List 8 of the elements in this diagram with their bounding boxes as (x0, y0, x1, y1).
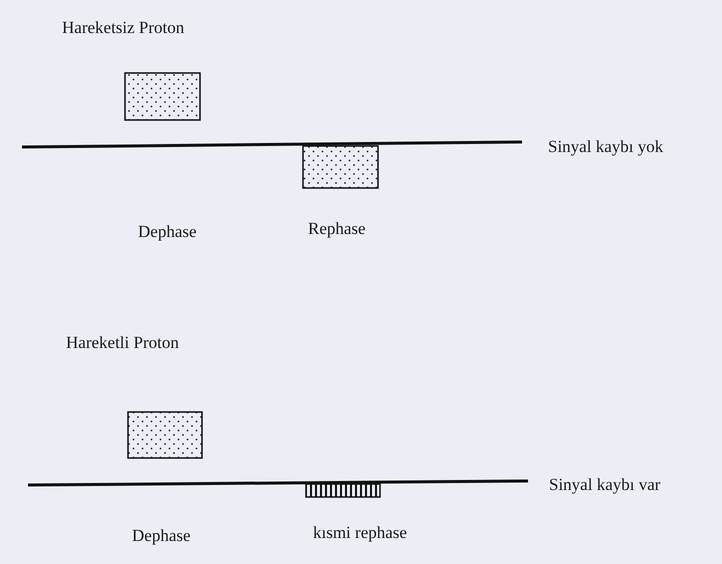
text-label: Rephase (308, 219, 366, 239)
text-label: Sinyal kaybı var (549, 475, 660, 495)
text-label: Hareketli Proton (66, 333, 179, 353)
text-label: Hareketsiz Proton (62, 18, 184, 38)
text-label: Sinyal kaybı yok (548, 137, 664, 157)
text-label: Dephase (138, 222, 197, 242)
text-label: kısmi rephase (313, 523, 407, 543)
text-label: Dephase (132, 526, 191, 546)
